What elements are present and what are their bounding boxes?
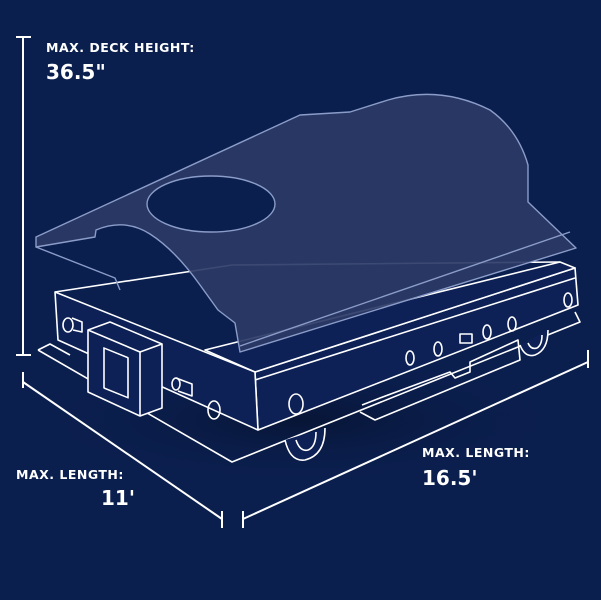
wheel-front: [284, 427, 326, 461]
max-length-long-value: 16.5': [422, 466, 478, 490]
max-length-short-value: 11': [101, 486, 135, 510]
wheel-rear: [519, 329, 549, 357]
length-right-dimension-line: [242, 350, 589, 528]
max-length-short-label: MAX. LENGTH:: [16, 467, 124, 482]
max-length-long-label: MAX. LENGTH:: [422, 445, 530, 460]
length-left-dimension-line: [22, 372, 223, 528]
height-dimension-line: [16, 36, 31, 356]
base-frame: [37, 261, 581, 463]
max-deck-height-value: 36.5": [46, 60, 106, 84]
control-box: [87, 321, 163, 417]
control-window: [103, 347, 129, 399]
deck-cutout: [146, 175, 276, 233]
max-deck-height-label: MAX. DECK HEIGHT:: [46, 40, 195, 55]
lift-deck: [35, 93, 577, 353]
